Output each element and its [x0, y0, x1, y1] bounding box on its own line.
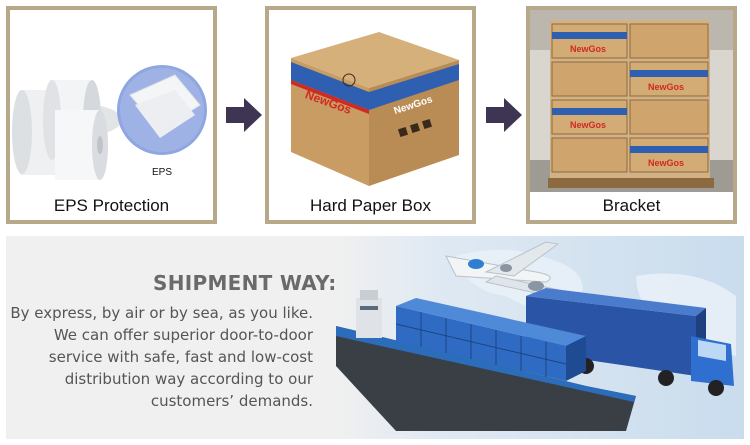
hard-paper-box-panel: NewGos NewGos Hard Paper Box	[265, 6, 476, 224]
cargo-ship-icon	[336, 290, 636, 431]
arrow-right-icon	[486, 98, 522, 132]
cardboard-box-image: NewGos NewGos	[269, 10, 472, 194]
pallet-brand-4: NewGos	[648, 158, 684, 168]
shipment-line: By express, by air or by sea, as you lik…	[10, 304, 313, 322]
arrow-right-icon	[226, 98, 262, 132]
pallet-brand-1: NewGos	[570, 44, 606, 54]
eps-protection-panel: EPS EPS Protection	[6, 6, 217, 224]
bracket-caption: Bracket	[530, 192, 733, 220]
hard-paper-box-caption: Hard Paper Box	[269, 192, 472, 220]
shipment-title: SHIPMENT WAY:	[153, 271, 337, 295]
stacked-boxes: NewGos NewGos NewGos NewGos	[550, 20, 710, 180]
truck-icon	[526, 288, 734, 396]
eps-protection-caption: EPS Protection	[10, 192, 213, 220]
shipment-section: SHIPMENT WAY: By express, by air or by s…	[6, 236, 744, 439]
shipment-line: customers’ demands.	[150, 392, 313, 410]
eps-foam-rolls-image: EPS	[10, 10, 213, 194]
transport-illustration	[336, 236, 744, 439]
bracket-panel: NewGos NewGos NewGos NewGos Bracket	[526, 6, 737, 224]
pallet-boxes-image: NewGos NewGos NewGos NewGos	[530, 10, 733, 194]
eps-label: EPS	[152, 167, 172, 178]
shipment-line: We can offer superior door-to-door	[53, 326, 313, 344]
shipment-description: By express, by air or by sea, as you lik…	[10, 302, 313, 412]
shipment-line: service with safe, fast and low-cost	[48, 348, 313, 366]
pallet-brand-2: NewGos	[648, 82, 684, 92]
pallet-brand-3: NewGos	[570, 120, 606, 130]
wooden-pallet	[548, 178, 714, 188]
shipment-line: distribution way according to our	[64, 370, 313, 388]
